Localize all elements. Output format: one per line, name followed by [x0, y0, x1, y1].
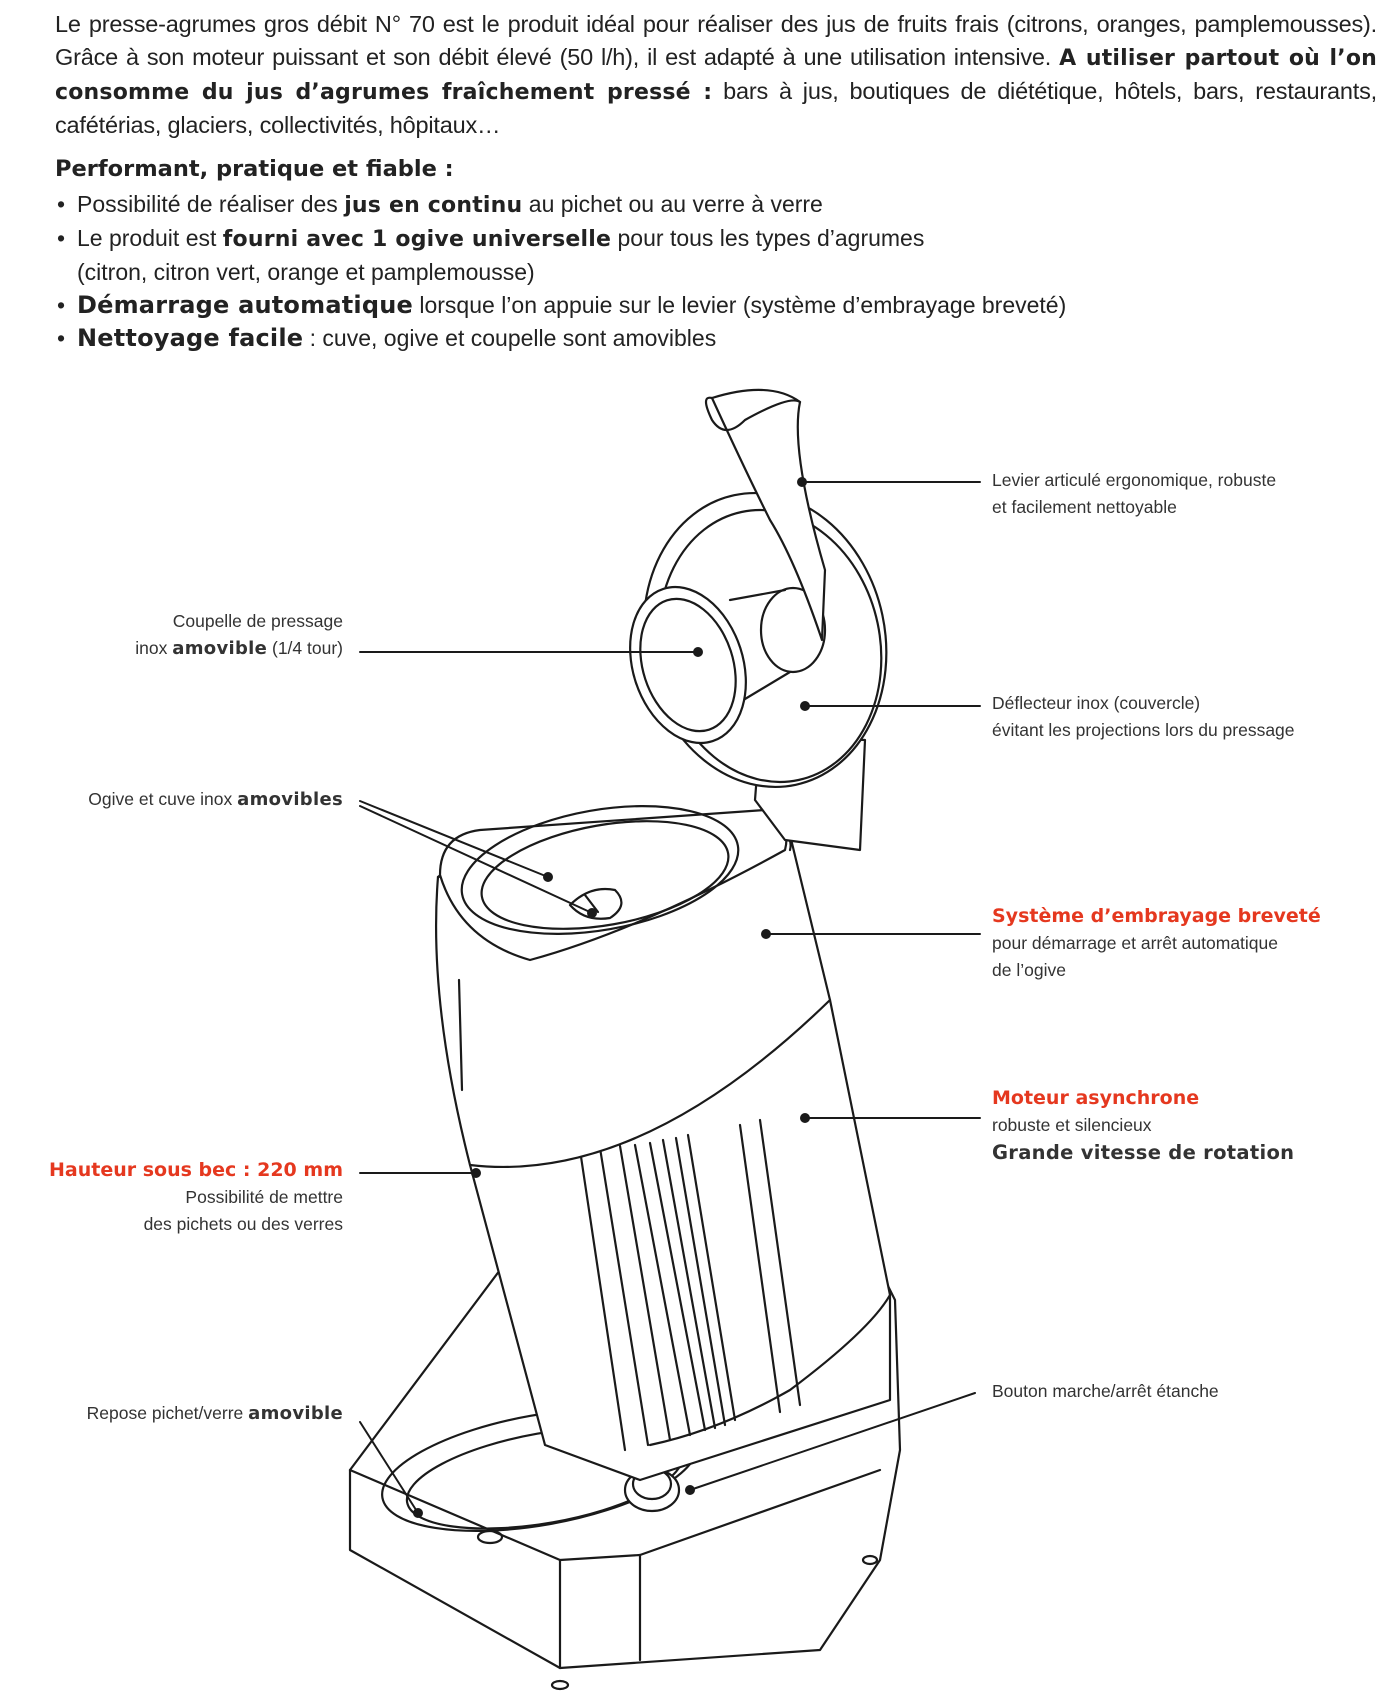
- features-list: Possibilité de réaliser des jus en conti…: [55, 188, 1255, 355]
- callout-text: Possibilité de mettre: [185, 1187, 343, 1207]
- callout-title: Système d’embrayage breveté: [992, 905, 1321, 927]
- callout-text: de l’ogive: [992, 960, 1066, 980]
- item-bold: Nettoyage facile: [77, 324, 304, 352]
- callout-bold: Grande vitesse de rotation: [992, 1141, 1295, 1164]
- features-section: Performant, pratique et fiable : Possibi…: [55, 152, 1255, 355]
- item-bold: Démarrage automatique: [77, 291, 413, 319]
- list-item: Démarrage automatique lorsque l’on appui…: [55, 289, 1255, 322]
- item-text: au pichet ou au verre à verre: [528, 191, 823, 217]
- callout-text: Repose pichet/verre: [86, 1403, 244, 1423]
- item-bold: fourni avec 1 ogive universelle: [222, 227, 612, 252]
- lever-drawing: [704, 388, 827, 642]
- callout-text: Levier articulé ergonomique, robuste: [992, 470, 1277, 490]
- callout-text: Déflecteur inox (couvercle): [992, 693, 1201, 713]
- intro-paragraph: Le presse-agrumes gros débit N° 70 est l…: [55, 8, 1377, 142]
- intro-text: Le presse-agrumes gros débit N° 70 est l…: [55, 11, 1377, 70]
- callout-text: robuste et silencieux: [992, 1115, 1152, 1135]
- callout-ogive: Ogive et cuve inox amovibles: [88, 786, 343, 813]
- callout-coupelle: Coupelle de pressage inox amovible (1/4 …: [135, 608, 343, 662]
- callout-bold: amovible: [248, 1403, 343, 1424]
- list-item: Nettoyage facile : cuve, ogive et coupel…: [55, 322, 1255, 355]
- intro-text-end: bars à jus, boutiques de diététique, hôt…: [55, 78, 1377, 138]
- item-text: Le produit est: [77, 225, 217, 251]
- callout-embrayage: Système d’embrayage breveté pour démarra…: [992, 903, 1321, 984]
- callout-bold: amovible: [172, 638, 268, 659]
- item-text: : cuve, ogive et coupelle sont amovibles: [309, 325, 717, 351]
- callout-text: Bouton marche/arrêt étanche: [992, 1381, 1219, 1401]
- list-item: Possibilité de réaliser des jus en conti…: [55, 188, 1255, 222]
- callout-bouton: Bouton marche/arrêt étanche: [992, 1378, 1219, 1405]
- callout-repose: Repose pichet/verre amovible: [87, 1400, 343, 1427]
- item-text: pour tous les types d’agrumes: [617, 225, 925, 251]
- callout-text: Ogive et cuve inox: [88, 789, 233, 809]
- callout-text: Coupelle de pressage: [172, 611, 343, 631]
- press-cup-drawing: [629, 585, 747, 745]
- callout-text: (1/4 tour): [272, 638, 343, 658]
- callout-bold: amovibles: [237, 789, 343, 810]
- intro-bold: A utiliser partout où l’on consomme du j…: [55, 46, 1377, 105]
- item-text: (citron, citron vert, orange et pamplemo…: [77, 259, 535, 285]
- callout-text: des pichets ou des verres: [143, 1214, 343, 1234]
- features-heading: Performant, pratique et fiable :: [55, 156, 454, 182]
- callout-title: Moteur asynchrone: [992, 1087, 1200, 1109]
- callout-text: et facilement nettoyable: [992, 497, 1177, 517]
- callout-text: pour démarrage et arrêt automatique: [992, 933, 1278, 953]
- callout-lines: [359, 477, 981, 1518]
- item-bold: jus en continu: [344, 193, 523, 218]
- callout-title: Hauteur sous bec : 220 mm: [49, 1159, 343, 1181]
- callout-deflecteur: Déflecteur inox (couvercle) évitant les …: [992, 690, 1295, 744]
- callout-text: inox: [135, 638, 168, 658]
- callout-moteur: Moteur asynchrone robuste et silencieux …: [992, 1085, 1294, 1167]
- bowl-drawing: [438, 805, 788, 962]
- item-text: Possibilité de réaliser des: [77, 191, 338, 217]
- callout-levier: Levier articulé ergonomique, robuste et …: [992, 467, 1276, 521]
- callout-text: évitant les projections lors du pressage: [992, 720, 1295, 740]
- list-item: Le produit est fourni avec 1 ogive unive…: [55, 222, 1255, 289]
- item-text: lorsque l’on appuie sur le levier (systè…: [419, 292, 1067, 318]
- callout-hauteur: Hauteur sous bec : 220 mm Possibilité de…: [49, 1157, 343, 1238]
